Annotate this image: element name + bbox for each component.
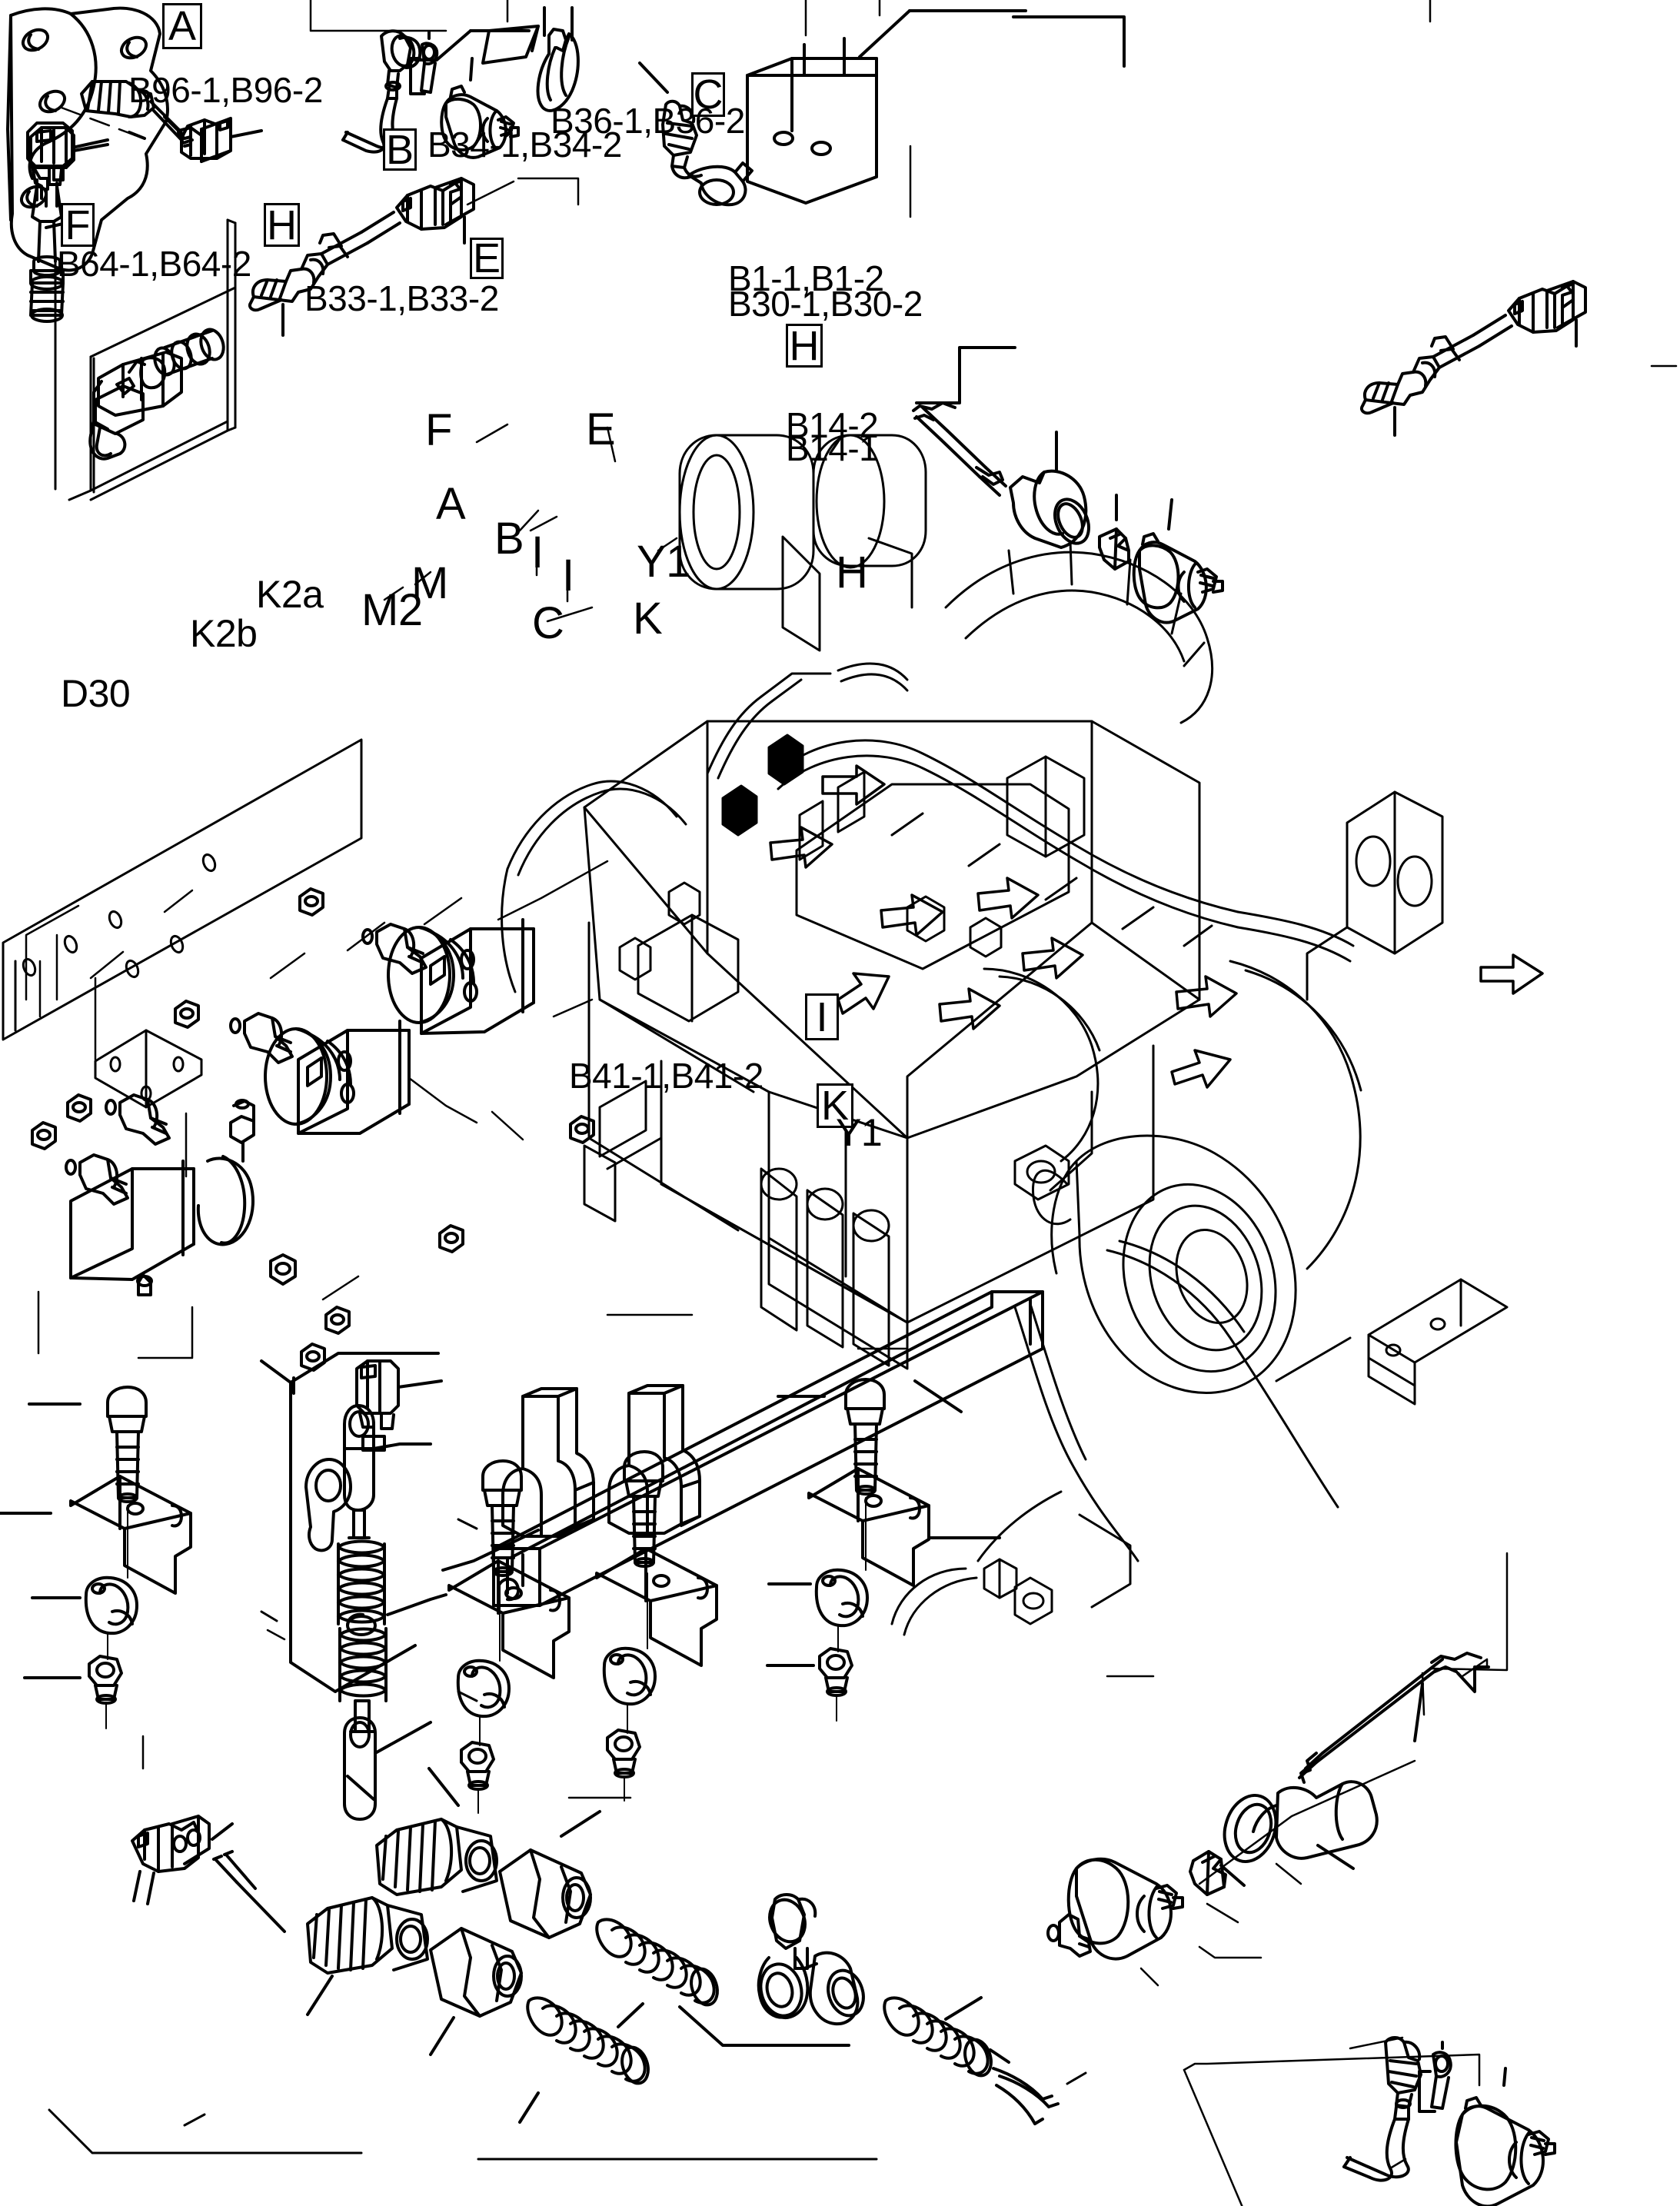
component-label-k2a: K2a: [256, 573, 324, 616]
engine-callout-e: E: [586, 404, 616, 454]
component-label-k2b: K2b: [190, 612, 258, 655]
zone-label-box-i: I: [805, 993, 839, 1040]
engine-callout-m: M: [411, 558, 448, 608]
part-number-b36: B36-1,B36-2: [551, 101, 745, 141]
relay-board-components: [88, 328, 225, 461]
part-number-b41: B41-1,B41-2: [569, 1056, 763, 1096]
zone-label-box-k: K: [817, 1083, 853, 1128]
glow-plug-b33-group: [248, 177, 475, 337]
engine-callout-f: F: [425, 405, 452, 455]
relay-mounting-plate: [2, 738, 363, 1109]
part-number-b96: B96-1,B96-2: [128, 70, 323, 110]
part-number-b33: B33-1,B33-2: [304, 278, 499, 318]
part-number-b14-2: B14-2: [786, 405, 879, 445]
part-number-b34: B34-1,B34-2: [427, 125, 622, 165]
engine-callout-i1: I: [531, 527, 544, 577]
zone-label-box-a: A: [162, 3, 202, 49]
component-label-y1-bottom: Y1: [836, 1111, 883, 1154]
zone-label-box-b: B: [383, 128, 417, 171]
zone-label-box-c: C: [691, 72, 725, 117]
zone-label-box-f: F: [61, 203, 95, 247]
glow-plug-b14-group: [1360, 280, 1587, 437]
leader-lines: [137, 0, 1678, 1799]
bracket-mid-b: [595, 1547, 718, 1802]
hardware-column-mid-a: [441, 1459, 540, 1577]
engine-callout-leaders: [383, 423, 678, 623]
engine-callout-m2: M2: [361, 585, 423, 635]
hardware-column-left: [0, 1386, 192, 1729]
zone-label-box-e: E: [470, 238, 504, 279]
zone-label-box-h: H: [264, 203, 300, 247]
component-label-d30: D30: [61, 672, 131, 715]
switch-c-group: [638, 9, 1126, 207]
engine-callout-b: B: [494, 514, 524, 564]
part-number-b1: B1-1,B1-2: [728, 258, 884, 298]
wire-boot-e-group: [912, 346, 1224, 624]
engine-callout-a: A: [436, 479, 466, 529]
sensor-b96-group: [29, 80, 263, 208]
engine-callout-y1: Y1: [637, 537, 690, 587]
linkage-spring-group: [260, 1352, 478, 1821]
hose-fittings-group: [48, 1767, 1087, 2161]
engine-callout-arrows: [769, 764, 1544, 1089]
part-number-b30: B30-1,B30-2: [728, 284, 923, 324]
engine-callout-h: H: [836, 547, 868, 597]
clamp-rail-group: [492, 1290, 1044, 1607]
sender-b41-group: [1046, 1552, 1509, 1987]
part-number-b14-1: B14-1: [786, 428, 879, 468]
hardware-column-mid-b: [623, 1450, 664, 1568]
relay-terminals-group: [25, 860, 609, 1372]
engine-callout-i2: I: [562, 551, 574, 601]
terminal-y1-group: [1183, 2036, 1556, 2206]
part-number-b64: B64-1,B64-2: [57, 244, 251, 284]
engine-callout-c: C: [532, 598, 564, 648]
engine-assembly: [501, 434, 1509, 1636]
bracket-mid-a: [447, 1559, 571, 1814]
cable-tie-group: [481, 6, 580, 112]
zone-label-box-h: H: [786, 324, 823, 368]
hardware-column-right: [766, 1378, 1001, 1722]
sender-b34-group: [341, 29, 531, 159]
engine-callout-k: K: [633, 594, 663, 644]
